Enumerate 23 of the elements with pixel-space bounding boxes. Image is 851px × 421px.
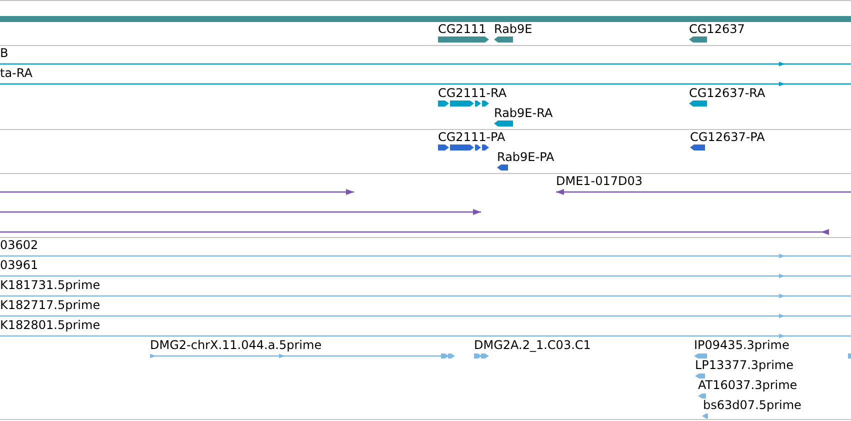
feature-label: AT16037.3prime xyxy=(698,378,798,392)
feature-label: DMG2A.2_1.C03.C1 xyxy=(474,338,591,352)
feature-label: LP13377.3prime xyxy=(695,358,794,372)
feature-label: CG2111-PA xyxy=(438,130,506,144)
feature-label: Rab9E xyxy=(494,22,532,36)
feature-label: K182801.5prime xyxy=(0,318,100,332)
feature-label: K181731.5prime xyxy=(0,278,100,292)
feature-label: ta-RA xyxy=(0,66,32,80)
feature-label: bs63d07.5prime xyxy=(703,398,802,412)
feature-label: K182717.5prime xyxy=(0,298,100,312)
feature-label: B xyxy=(0,46,8,60)
feature-label: 03961 xyxy=(0,258,38,272)
feature-label: IP09435.3prime xyxy=(694,338,790,352)
feature-label: Rab9E-RA xyxy=(494,106,553,120)
feature-label: CG12637-RA xyxy=(689,86,766,100)
feature-label: DME1-017D03 xyxy=(556,174,643,188)
feature-label: CG2111-RA xyxy=(438,86,507,100)
feature-label: Rab9E-PA xyxy=(497,150,554,164)
feature-label: 03602 xyxy=(0,238,38,252)
feature-label: DMG2-chrX.11.044.a.5prime xyxy=(150,338,322,352)
feature-label: CG2111 xyxy=(438,22,486,36)
feature-label: CG12637-PA xyxy=(690,130,765,144)
feature-label: CG12637 xyxy=(689,22,745,36)
